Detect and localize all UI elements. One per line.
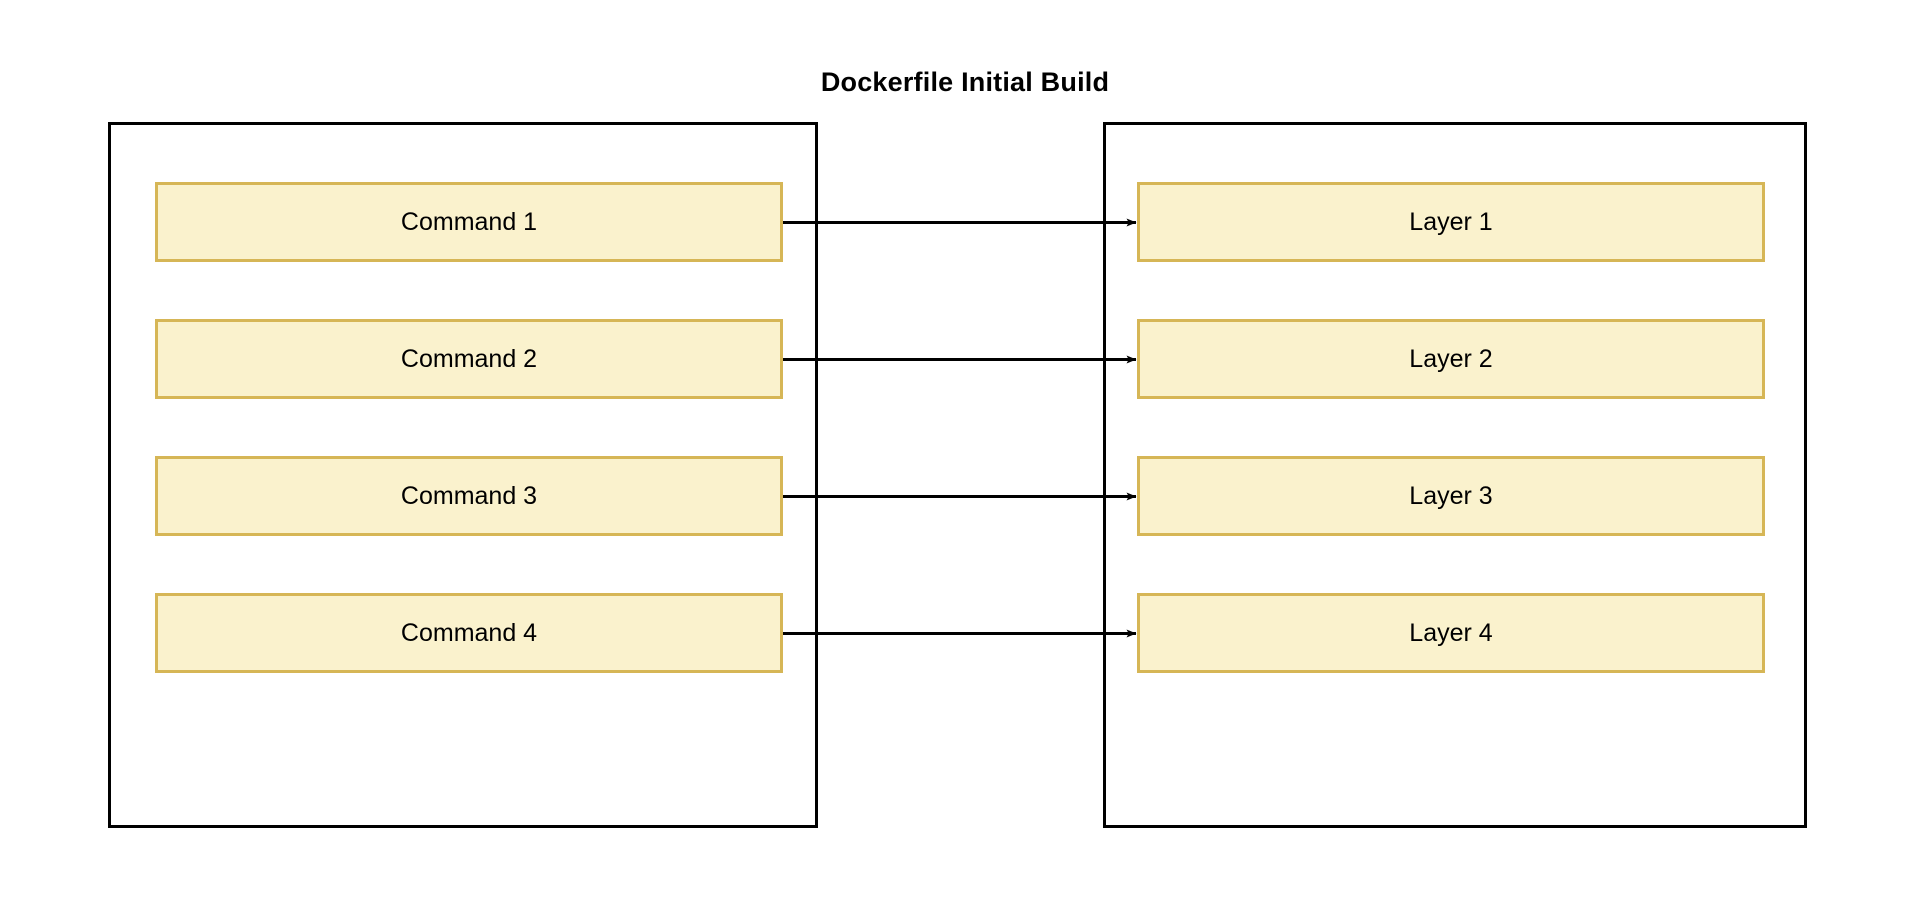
node-command-1[interactable]: Command 1	[155, 182, 783, 262]
node-layer-4[interactable]: Layer 4	[1137, 593, 1765, 673]
node-command-4[interactable]: Command 4	[155, 593, 783, 673]
node-layer-1[interactable]: Layer 1	[1137, 182, 1765, 262]
page-title: Dockerfile Initial Build	[820, 67, 1110, 97]
node-layer-3[interactable]: Layer 3	[1137, 456, 1765, 536]
node-layer-2[interactable]: Layer 2	[1137, 319, 1765, 399]
node-command-2[interactable]: Command 2	[155, 319, 783, 399]
node-command-3[interactable]: Command 3	[155, 456, 783, 536]
